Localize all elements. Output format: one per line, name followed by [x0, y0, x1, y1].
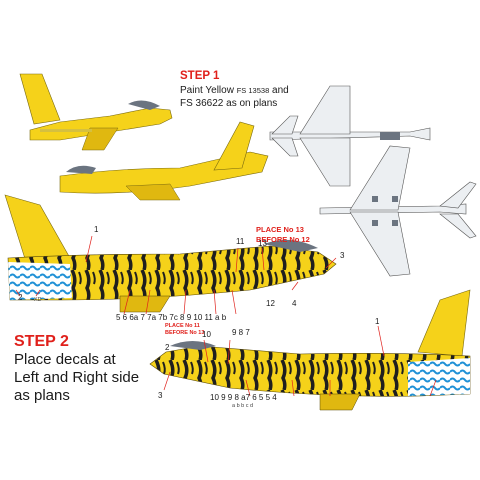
- step1-line1-post: and: [269, 85, 289, 96]
- callout-4: 4: [292, 299, 297, 308]
- step1-line1: Paint Yellow FS 13538 and: [180, 86, 289, 96]
- aircraft-tiger-right: [149, 289, 471, 411]
- step1-line2: FS 36622 as on plans: [180, 98, 278, 109]
- aircraft-side-view-2: [59, 121, 269, 201]
- callout-row-right: 10 9 9 8 a7 6 5 5 4: [210, 393, 277, 402]
- step2-line3: as plans: [14, 387, 70, 404]
- callout-xd: XD: [34, 297, 42, 303]
- step2-line1: Place decals at: [14, 351, 116, 368]
- note-before-13: BEFORE No 13: [165, 330, 205, 336]
- step1-paint-code: FS 13538: [236, 86, 270, 95]
- callout-2: 2: [18, 293, 23, 302]
- note-place-13: PLACE No 13: [256, 225, 304, 234]
- step1-line1-pre: Paint Yellow: [180, 85, 237, 96]
- note-place-11: PLACE No 11: [165, 323, 200, 329]
- aircraft-tiger-left: [4, 194, 337, 313]
- callout-1: 1: [94, 225, 99, 234]
- callout-r3: 3: [158, 391, 163, 400]
- aircraft-bottom-view: [319, 145, 477, 277]
- note-before-12: BEFORE No 12: [256, 235, 310, 244]
- callout-r987: 9 8 7: [232, 328, 250, 337]
- callout-r2: 2: [165, 343, 170, 352]
- aircraft-side-view-1: [19, 73, 173, 151]
- aircraft-top-view: [269, 85, 431, 187]
- callout-12: 12: [266, 299, 275, 308]
- callout-row-right-letters: a b b c d: [232, 403, 254, 409]
- callout-leaders: [15, 235, 437, 397]
- callout-row-left: 5 6 6a 7 7a 7b 7c 8 9 10 11 a b: [116, 313, 227, 322]
- callout-r10: 10: [202, 330, 211, 339]
- callout-11: 11: [236, 237, 245, 246]
- step2-title: STEP 2: [14, 333, 69, 350]
- callout-13: 13: [258, 239, 267, 248]
- callout-r1: 1: [375, 317, 380, 326]
- callout-3: 3: [340, 251, 345, 260]
- step2-line2: Left and Right side: [14, 369, 140, 386]
- step1-title: STEP 1: [180, 70, 220, 82]
